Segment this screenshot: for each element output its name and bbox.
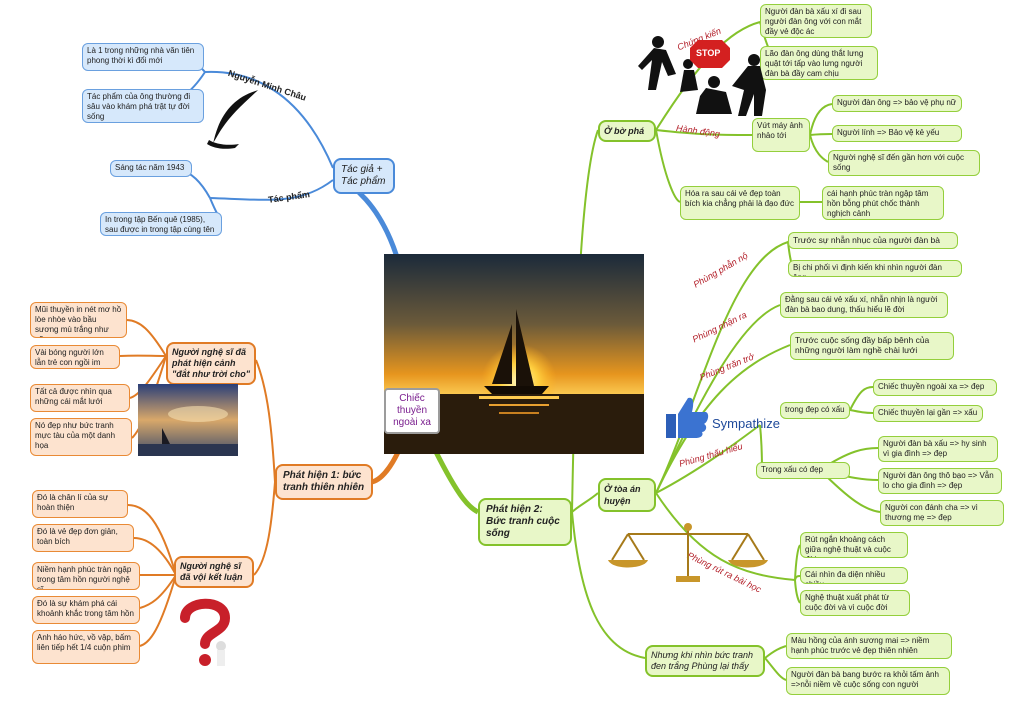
d1-sub2-item-4[interactable]: Đó là sự khám phá cái khoảnh khắc trong … — [32, 596, 140, 624]
d1-sub2-item-3[interactable]: Niềm hạnh phúc tràn ngập trong tâm hồn n… — [32, 562, 140, 590]
justice-scales-icon — [598, 522, 778, 591]
beauty-item-1[interactable]: Chiếc thuyền ngoài xa => đẹp — [873, 379, 997, 396]
final-item-1[interactable]: Màu hồng của ánh sương mai => niềm hạnh … — [786, 633, 952, 659]
author-work-hub[interactable]: Tác giả + Tác phẩm — [333, 158, 395, 194]
beauty-node[interactable]: trong đẹp có xấu — [780, 402, 850, 419]
witness-item-2[interactable]: Lão đàn ông dùng thắt lưng quật tới tấp … — [760, 46, 878, 80]
author-item-1[interactable]: Là 1 trong những nhà văn tiên phong thời… — [82, 43, 204, 71]
ugly-node[interactable]: Trong xấu có đẹp — [756, 462, 850, 479]
quill-pen-icon — [205, 88, 263, 155]
discovery1-sub2[interactable]: Người nghệ sĩ đã vội kết luận — [174, 556, 254, 588]
beauty-item-2[interactable]: Chiếc thuyền lại gần => xấu — [873, 405, 983, 422]
d1-sub2-item-1[interactable]: Đó là chân lí của sự hoàn thiện — [32, 490, 128, 518]
phung-no-item-1[interactable]: Trước sự nhẫn nhục của người đàn bà — [788, 232, 958, 249]
lesson-item-1[interactable]: Rút ngắn khoảng cách giữa nghệ thuật và … — [800, 532, 908, 558]
d1-sub1-item-4[interactable]: Nó đẹp như bức tranh mực tàu của một dan… — [30, 418, 132, 456]
action-item-1[interactable]: Người đàn ông => bảo vệ phụ nữ — [832, 95, 962, 112]
truth-item[interactable]: cái hạnh phúc tràn ngập tâm hồn bỗng phú… — [822, 186, 944, 220]
ugly-item-1[interactable]: Người đàn bà xấu => hy sinh vì gia đình … — [878, 436, 998, 462]
d1-sub2-item-2[interactable]: Đó là vẻ đẹp đơn giản, toàn bích — [32, 524, 134, 552]
action-node[interactable]: Vứt máy ảnh nhảo tới — [752, 118, 810, 152]
fight-illustration — [636, 30, 776, 125]
d1-sub1-item-1[interactable]: Mũi thuyền in nét mơ hồ lòe nhòe vào bầu… — [30, 302, 127, 338]
witness-item-1[interactable]: Người đàn bà xấu xí đi sau người đàn ông… — [760, 4, 872, 38]
action-item-2[interactable]: Người lính => Bảo vệ kẻ yếu — [832, 125, 962, 142]
ugly-item-3[interactable]: Người con đánh cha => vì thương mẹ => đẹ… — [880, 500, 1004, 526]
discovery1-hub[interactable]: Phát hiện 1: bức tranh thiên nhiên — [275, 464, 373, 500]
discovery2-hub[interactable]: Phát hiện 2: Bức tranh cuộc sống — [478, 498, 572, 546]
stop-sign-icon: STOP — [690, 40, 730, 73]
thumbs-up-icon — [664, 394, 710, 445]
final-item-2[interactable]: Người đàn bà bang bước ra khỏi tấm ảnh =… — [786, 667, 950, 695]
lesson-item-2[interactable]: Cái nhìn đa diện nhiều chiều — [800, 567, 908, 584]
sympathize-label: Sympathize — [712, 416, 780, 431]
d1-sub1-item-2[interactable]: Vài bóng người lớn lẫn trẻ con ngồi im — [30, 345, 120, 369]
question-mark-icon — [175, 594, 235, 675]
stop-sign-text: STOP — [696, 48, 721, 58]
discovery1-sub1[interactable]: Người nghệ sĩ đã phát hiện cảnh "đắt như… — [166, 342, 256, 385]
lesson-item-3[interactable]: Nghệ thuật xuất phát từ cuộc đời và vì c… — [800, 590, 910, 616]
truth-node[interactable]: Hóa ra sau cái vẻ đẹp toàn bích kia chẳn… — [680, 186, 800, 220]
phung-tran-tro-item[interactable]: Trước cuộc sống đầy bấp bênh của những n… — [790, 332, 954, 360]
work-item-2[interactable]: In trong tập Bến quê (1985), sau được in… — [100, 212, 222, 236]
sea-sunset-photo — [138, 384, 238, 461]
d1-sub2-item-5[interactable]: Anh háo hức, vồ vập, bấm liên tiếp hết 1… — [32, 630, 140, 664]
ugly-item-2[interactable]: Người đàn ông thô bạo => Vẫn lo cho gia … — [878, 468, 1002, 494]
action-item-3[interactable]: Người nghệ sĩ đến gần hơn với cuộc sống — [828, 150, 980, 176]
final-hub[interactable]: Nhưng khi nhìn bức tranh đen trắng Phùng… — [645, 645, 765, 677]
work-item-1[interactable]: Sáng tác năm 1943 — [110, 160, 192, 177]
author-item-2[interactable]: Tác phẩm của ông thường đi sâu vào khám … — [82, 89, 204, 123]
phung-nhan-ra-item[interactable]: Đằng sau cái vẻ xấu xí, nhẫn nhịn là ngư… — [780, 292, 948, 318]
sailboat-sunset-image — [384, 254, 644, 454]
center-title: Chiếc thuyền ngoài xa — [384, 388, 440, 434]
court-hub[interactable]: Ở tòa án huyện — [598, 478, 656, 512]
phung-no-item-2[interactable]: Bị chi phối vì định kiến khi nhìn người … — [788, 260, 962, 277]
d1-sub1-item-3[interactable]: Tất cả được nhìn qua những cái mắt lưới — [30, 384, 130, 412]
beach-hub[interactable]: Ở bờ phá — [598, 120, 656, 142]
